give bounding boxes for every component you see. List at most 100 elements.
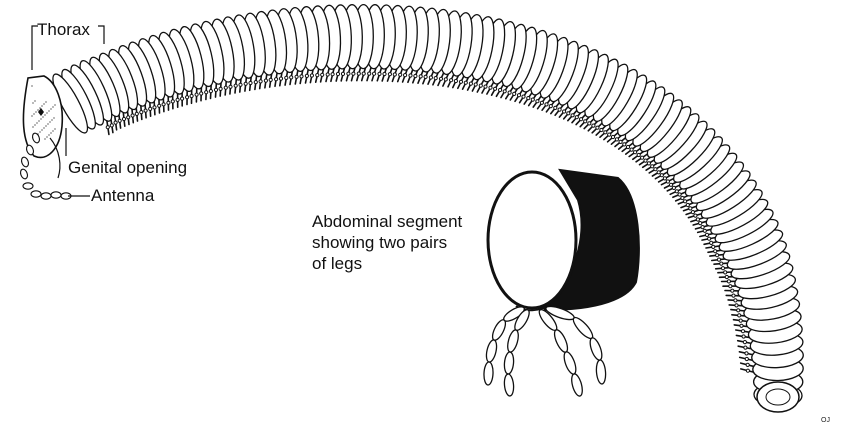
millipede-leg-joint	[214, 88, 217, 91]
abdominal-segment-label-line: showing two pairs	[312, 232, 512, 253]
segment-leg-joint	[596, 360, 607, 385]
head-stipple	[43, 127, 44, 128]
antenna-label: Antenna	[91, 186, 154, 206]
millipede-leg-joint	[399, 73, 402, 76]
head-stipple	[45, 125, 46, 126]
millipede-leg-joint	[725, 275, 728, 278]
millipede-leg-joint	[641, 156, 644, 159]
head-stipple	[48, 134, 49, 135]
segment-leg-joint	[588, 336, 604, 361]
segment-leg-joint	[485, 339, 499, 363]
segment-leg-joint	[506, 329, 521, 353]
millipede-leg-joint	[295, 75, 298, 78]
head-stipple	[50, 132, 51, 133]
antenna-segment	[23, 183, 33, 189]
millipede-leg-joint	[531, 98, 534, 101]
millipede-leg-joint	[721, 267, 724, 270]
millipede-leg-joint	[144, 109, 147, 112]
head-stipple	[41, 105, 42, 106]
millipede-leg-joint	[740, 324, 743, 327]
millipede-leg-joint	[131, 114, 134, 117]
millipede-leg-joint	[637, 153, 640, 156]
millipede-leg-joint	[619, 140, 622, 143]
millipede-leg-joint	[686, 203, 689, 206]
head-stipple	[43, 103, 44, 104]
millipede-leg-joint	[738, 314, 741, 317]
millipede-leg-joint	[739, 319, 742, 322]
millipede-leg-joint	[439, 77, 442, 80]
millipede-leg-joint	[336, 72, 339, 75]
head-stipple	[51, 119, 52, 120]
millipede-leg-joint	[459, 80, 462, 83]
millipede-leg-joint	[717, 258, 720, 261]
head-stipple	[37, 109, 38, 110]
millipede-leg-joint	[689, 207, 692, 210]
head-stipple	[50, 108, 51, 109]
millipede-leg-joint	[571, 114, 574, 117]
head-stipple	[31, 85, 32, 86]
millipede-leg-joint	[118, 119, 121, 122]
millipede-leg-joint	[279, 77, 282, 80]
millipede-leg-joint	[745, 357, 748, 360]
millipede-leg-joint	[244, 82, 247, 85]
artist-initials: OJ	[821, 417, 830, 425]
head-stipple	[35, 111, 36, 112]
millipede-leg-joint	[705, 233, 708, 236]
millipede-leg-joint	[341, 72, 344, 75]
millipede-leg-joint	[588, 122, 591, 125]
millipede-leg-joint	[663, 177, 666, 180]
millipede-leg-joint	[651, 165, 654, 168]
millipede-leg-joint	[522, 95, 525, 98]
millipede-leg-joint	[615, 138, 618, 141]
head-stipple	[36, 122, 37, 123]
millipede-leg-joint	[195, 93, 198, 96]
millipede-leg-joint	[414, 74, 417, 77]
millipede-leg-joint	[727, 280, 730, 283]
millipede-leg-joint	[127, 116, 130, 119]
millipede-leg-joint	[742, 335, 745, 338]
head-stipple	[53, 117, 54, 118]
head-stipple	[38, 120, 39, 121]
millipede-leg-joint	[654, 168, 657, 171]
millipede-leg-joint	[368, 72, 371, 75]
millipede-leg-joint	[660, 174, 663, 177]
head-stipple	[52, 106, 53, 107]
millipede-leg-joint	[153, 106, 156, 109]
millipede-leg-joint	[729, 285, 732, 288]
millipede-leg-joint	[110, 124, 113, 127]
millipede-leg-joint	[592, 124, 595, 127]
millipede-leg-joint	[419, 75, 422, 78]
segment-leg-joint	[504, 352, 515, 375]
millipede-leg-joint	[744, 346, 747, 349]
head-stipple	[46, 136, 47, 137]
head-stipple	[34, 100, 35, 101]
millipede-leg-joint	[732, 294, 735, 297]
thorax-callout-line	[98, 26, 104, 44]
millipede-leg-joint	[508, 91, 511, 94]
antenna-segment	[20, 156, 29, 168]
millipede-leg-joint	[158, 104, 161, 107]
millipede-leg-joint	[600, 128, 603, 131]
millipede-leg-joint	[378, 72, 381, 75]
segment-leg-joint	[484, 362, 494, 385]
genital-opening-label: Genital opening	[68, 158, 187, 178]
millipede-leg-joint	[549, 105, 552, 108]
head-stipple	[32, 102, 33, 103]
millipede-leg-joint	[517, 94, 520, 97]
millipede-leg-joint	[171, 100, 174, 103]
millipede-leg-joint	[181, 97, 184, 100]
head-stipple	[45, 101, 46, 102]
head-stipple	[32, 126, 33, 127]
millipede-leg-joint	[527, 97, 530, 100]
millipede-leg-joint	[567, 112, 570, 115]
head-stipple	[44, 138, 45, 139]
segment-leg-joint	[552, 328, 570, 354]
millipede-leg-joint	[540, 101, 543, 104]
millipede-leg-joint	[737, 309, 740, 312]
millipede-leg-joint	[720, 262, 723, 265]
millipede-leg-joint	[575, 116, 578, 119]
head-stipple	[54, 128, 55, 129]
millipede-leg-joint	[513, 92, 516, 95]
abdominal-segment-label-line: Abdominal segment	[312, 211, 512, 232]
millipede-leg-joint	[604, 131, 607, 134]
